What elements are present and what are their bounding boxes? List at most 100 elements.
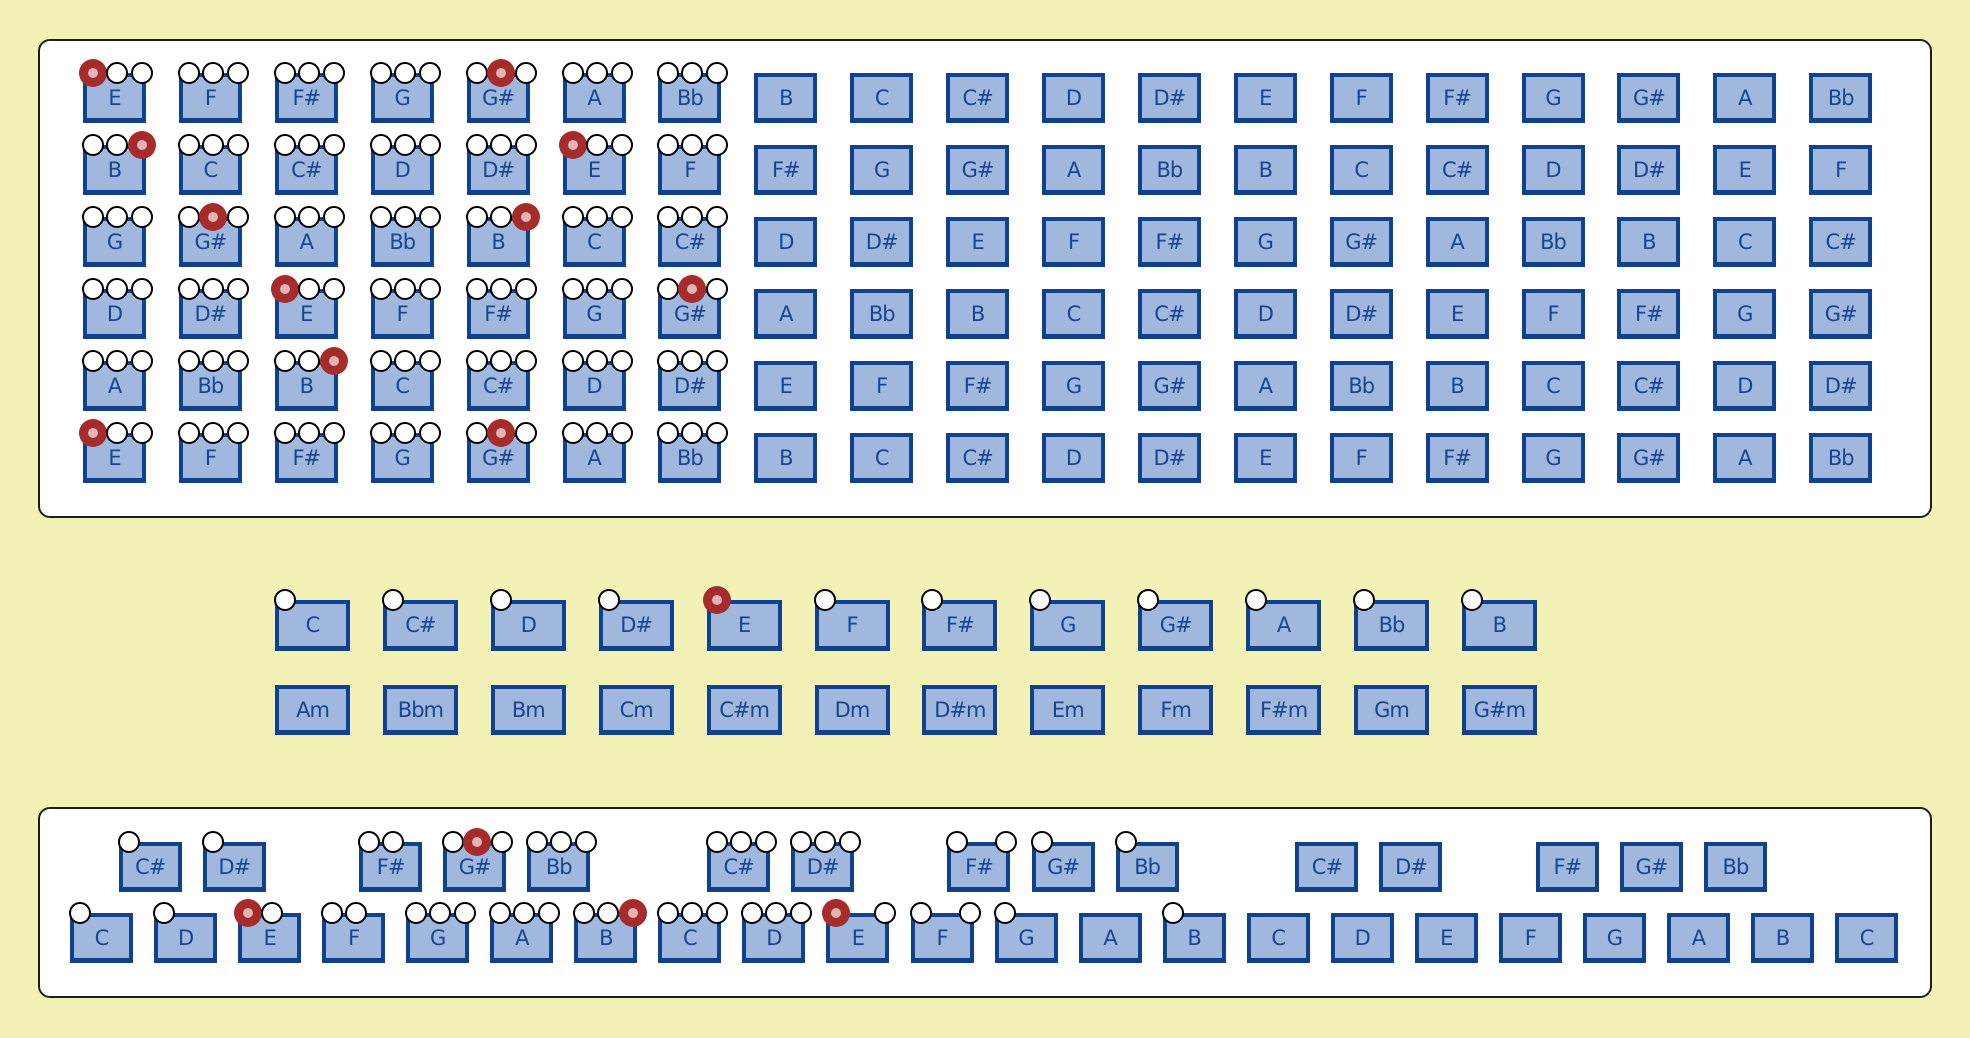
note-marker[interactable]	[82, 206, 104, 228]
fret-key[interactable]: D#	[1137, 73, 1201, 123]
note-marker[interactable]	[322, 206, 345, 228]
note-marker[interactable]	[322, 422, 345, 444]
fret-key[interactable]: B	[1233, 145, 1297, 195]
note-marker[interactable]	[465, 206, 488, 228]
chord-button[interactable]: G#m	[1461, 685, 1537, 735]
fret-key[interactable]: Bb	[1329, 361, 1393, 411]
white-key[interactable]: F	[1498, 913, 1562, 963]
note-marker[interactable]	[706, 902, 729, 924]
note-marker[interactable]	[382, 831, 405, 853]
fret-key[interactable]: C	[1329, 145, 1393, 195]
note-marker[interactable]	[755, 831, 778, 853]
note-marker[interactable]	[657, 350, 680, 372]
note-marker[interactable]	[465, 62, 488, 84]
black-key[interactable]: C#	[1295, 842, 1359, 892]
fret-key[interactable]: F#	[1425, 433, 1489, 483]
note-marker[interactable]	[201, 134, 224, 156]
note-marker[interactable]	[681, 134, 704, 156]
white-key[interactable]: A	[1666, 913, 1730, 963]
note-marker[interactable]	[106, 134, 128, 156]
note-marker[interactable]	[273, 134, 296, 156]
fret-key[interactable]: C	[1713, 217, 1777, 267]
note-marker[interactable]	[706, 278, 729, 300]
note-marker[interactable]	[369, 422, 392, 444]
note-marker[interactable]	[814, 831, 837, 853]
selected-note-marker[interactable]	[270, 275, 299, 303]
fret-key[interactable]: C	[1042, 289, 1105, 339]
fret-key[interactable]: F	[1329, 433, 1393, 483]
note-marker[interactable]	[489, 206, 512, 228]
note-marker[interactable]	[839, 831, 862, 853]
selected-note-marker[interactable]	[486, 419, 515, 447]
fret-key[interactable]: D	[1042, 433, 1105, 483]
note-marker[interactable]	[741, 902, 764, 924]
chord-button[interactable]: Gm	[1354, 685, 1429, 735]
note-marker[interactable]	[393, 134, 416, 156]
note-marker[interactable]	[297, 62, 320, 84]
note-marker[interactable]	[706, 206, 729, 228]
note-marker[interactable]	[297, 278, 320, 300]
note-marker[interactable]	[993, 902, 1016, 924]
chord-button[interactable]: Bbm	[382, 685, 458, 735]
fret-key[interactable]: A	[1233, 361, 1297, 411]
note-marker[interactable]	[418, 422, 441, 444]
fret-key[interactable]: F#	[946, 361, 1010, 411]
fret-key[interactable]: B	[946, 289, 1010, 339]
fret-key[interactable]: D#	[850, 217, 914, 267]
fret-key[interactable]: B	[754, 73, 818, 123]
root-note-button[interactable]: D#	[598, 600, 674, 651]
note-marker[interactable]	[585, 278, 608, 300]
note-marker[interactable]	[322, 62, 345, 84]
fret-key[interactable]: G	[1521, 433, 1585, 483]
note-marker[interactable]	[297, 206, 320, 228]
note-marker[interactable]	[657, 422, 680, 444]
note-marker[interactable]	[393, 350, 416, 372]
chord-button[interactable]: D#m	[922, 685, 998, 735]
fret-key[interactable]: G	[1042, 361, 1105, 411]
note-marker[interactable]	[681, 206, 704, 228]
note-marker[interactable]	[177, 422, 200, 444]
fret-key[interactable]: D	[1713, 361, 1777, 411]
fret-key[interactable]: C	[850, 73, 914, 123]
note-marker[interactable]	[657, 902, 680, 924]
note-marker[interactable]	[418, 350, 441, 372]
note-marker[interactable]	[465, 134, 488, 156]
selected-note-marker[interactable]	[128, 131, 156, 159]
note-marker[interactable]	[131, 350, 153, 372]
note-marker[interactable]	[358, 831, 381, 853]
note-marker[interactable]	[106, 62, 128, 84]
selected-note-marker[interactable]	[79, 59, 107, 87]
black-key[interactable]: G#	[1619, 842, 1683, 892]
note-marker[interactable]	[585, 62, 608, 84]
note-marker[interactable]	[273, 422, 296, 444]
fret-key[interactable]: E	[1425, 289, 1489, 339]
note-marker[interactable]	[585, 134, 608, 156]
note-marker[interactable]	[393, 206, 416, 228]
note-marker[interactable]	[418, 62, 441, 84]
note-marker[interactable]	[345, 902, 368, 924]
note-marker[interactable]	[369, 134, 392, 156]
note-marker[interactable]	[585, 206, 608, 228]
note-marker[interactable]	[813, 589, 836, 611]
note-marker[interactable]	[369, 278, 392, 300]
note-marker[interactable]	[226, 278, 249, 300]
fret-key[interactable]: F	[1521, 289, 1585, 339]
note-marker[interactable]	[82, 350, 104, 372]
fret-key[interactable]: C#	[1809, 217, 1873, 267]
chord-button[interactable]: Em	[1030, 685, 1106, 735]
fret-key[interactable]: C#	[1137, 289, 1201, 339]
note-marker[interactable]	[131, 62, 153, 84]
note-marker[interactable]	[393, 62, 416, 84]
fret-key[interactable]: E	[946, 217, 1010, 267]
selected-note-marker[interactable]	[198, 203, 227, 231]
note-marker[interactable]	[297, 422, 320, 444]
selected-note-marker[interactable]	[486, 59, 515, 87]
note-marker[interactable]	[526, 831, 549, 853]
note-marker[interactable]	[921, 589, 944, 611]
black-key[interactable]: D#	[1379, 842, 1443, 892]
fret-key[interactable]: B	[1617, 217, 1681, 267]
note-marker[interactable]	[1161, 902, 1184, 924]
fret-key[interactable]: G#	[1617, 73, 1681, 123]
note-marker[interactable]	[657, 206, 680, 228]
note-marker[interactable]	[131, 278, 153, 300]
